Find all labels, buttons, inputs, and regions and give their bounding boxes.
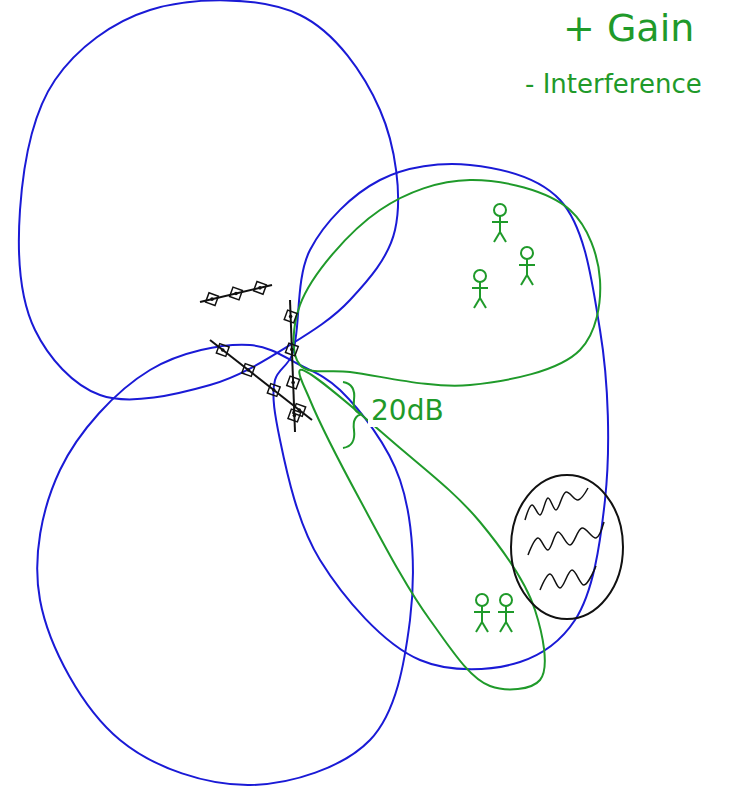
element-dot — [246, 368, 250, 372]
antenna-element — [288, 409, 301, 422]
antenna-array — [284, 300, 301, 432]
arms — [474, 611, 490, 613]
arms — [498, 611, 514, 613]
body — [499, 216, 501, 232]
leg — [527, 275, 533, 285]
element-dot — [290, 348, 294, 352]
head — [500, 594, 512, 606]
gain-difference: 20dB — [368, 396, 447, 427]
scribble — [525, 488, 588, 520]
blue-lobe — [273, 164, 608, 669]
user-figure — [498, 594, 514, 632]
gain-note: + Gain — [560, 8, 697, 50]
element-dot — [234, 292, 238, 296]
antenna-array — [210, 340, 312, 420]
arms — [472, 287, 488, 289]
leg — [480, 298, 486, 308]
arms — [519, 264, 535, 266]
head — [474, 270, 486, 282]
blue-lobe — [37, 345, 413, 785]
leg — [482, 622, 488, 632]
blue-lobe — [19, 0, 398, 399]
leg — [500, 232, 506, 242]
element-dot — [289, 315, 293, 319]
antenna-array — [200, 281, 272, 305]
scribble — [540, 566, 596, 590]
antenna-element — [284, 310, 297, 323]
head — [521, 247, 533, 259]
leg — [474, 298, 480, 308]
element-dot — [221, 348, 225, 352]
scribble-circle — [511, 475, 623, 619]
gain-brace — [343, 382, 362, 448]
green-beam — [294, 180, 601, 386]
body — [505, 606, 507, 622]
antenna-element — [242, 364, 255, 377]
body — [526, 259, 528, 275]
antenna-element — [267, 384, 280, 397]
leg — [506, 622, 512, 632]
element-dot — [272, 388, 276, 392]
array-line — [210, 340, 312, 420]
leg — [494, 232, 500, 242]
element-dot — [293, 414, 297, 418]
leg — [521, 275, 527, 285]
element-dot — [291, 381, 295, 385]
antenna-element — [287, 376, 300, 389]
leg — [476, 622, 482, 632]
leg — [500, 622, 506, 632]
antenna-element — [230, 287, 243, 300]
element-dot — [258, 286, 262, 290]
interference-note: - Interference — [522, 70, 705, 99]
head — [476, 594, 488, 606]
head — [494, 204, 506, 216]
arms — [492, 221, 508, 223]
user-figure — [519, 247, 535, 285]
user-figure — [492, 204, 508, 242]
antenna-element — [285, 343, 298, 356]
element-dot — [210, 297, 214, 301]
body — [481, 606, 483, 622]
antenna-element — [216, 344, 229, 357]
antenna-element — [206, 293, 219, 306]
user-figure — [472, 270, 488, 308]
antenna-element — [254, 281, 267, 294]
scribble — [528, 522, 604, 555]
user-figure — [474, 594, 490, 632]
green-beam — [299, 370, 545, 690]
body — [479, 282, 481, 298]
